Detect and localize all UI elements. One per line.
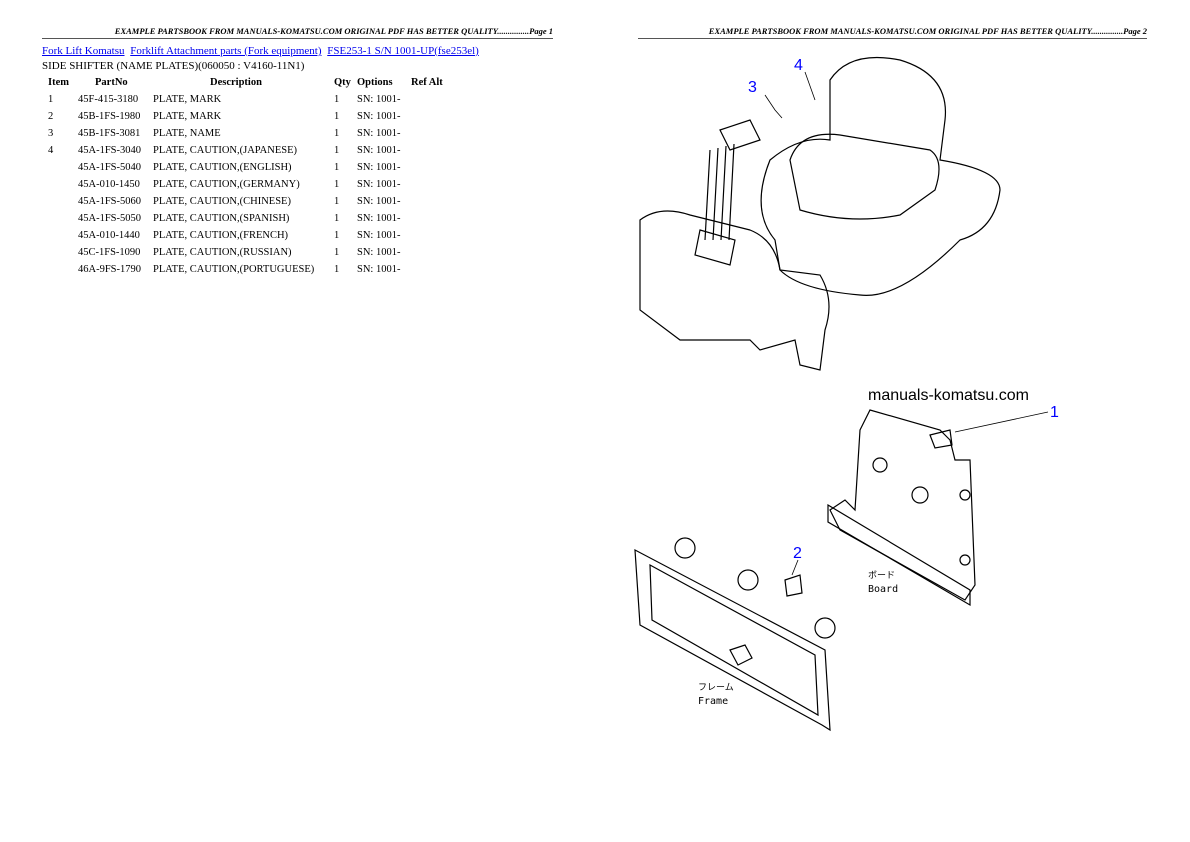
side-shifter-illustration: [827, 409, 976, 607]
cell-options: SN: 1001-: [357, 264, 401, 275]
cell-description: PLATE, CAUTION,(GERMANY): [153, 179, 300, 190]
callout-4: 4: [794, 57, 803, 74]
cell-options: SN: 1001-: [357, 128, 401, 139]
col-item: Item: [48, 77, 69, 88]
col-refalt: Ref Alt: [411, 77, 443, 88]
cell-partno: 45A-1FS-5050: [78, 213, 142, 224]
cell-options: SN: 1001-: [357, 145, 401, 156]
breadcrumb: Fork Lift Komatsu Forklift Attachment pa…: [42, 45, 482, 57]
col-description: Description: [210, 77, 262, 88]
leader-lines: [764, 71, 1049, 576]
cell-partno: 45A-1FS-3040: [78, 145, 142, 156]
cell-description: PLATE, CAUTION,(SPANISH): [153, 213, 290, 224]
cell-description: PLATE, CAUTION,(RUSSIAN): [153, 247, 292, 258]
cell-qty: 1: [334, 247, 340, 258]
cell-description: PLATE, CAUTION,(JAPANESE): [153, 145, 297, 156]
cell-item: 3: [48, 128, 54, 139]
cell-qty: 1: [334, 264, 340, 275]
callout-2: 2: [793, 545, 802, 562]
cell-options: SN: 1001-: [357, 111, 401, 122]
page-title: SIDE SHIFTER (NAME PLATES)(060050 : V416…: [42, 60, 305, 72]
parts-diagram: 3 4 manuals-komatsu.com 1 2 ボード Board フレ…: [634, 57, 1059, 732]
cell-partno: 45F-415-3180: [78, 94, 139, 105]
callout-1: 1: [1050, 404, 1059, 421]
cell-partno: 45C-1FS-1090: [78, 247, 141, 258]
cell-options: SN: 1001-: [357, 162, 401, 173]
cell-description: PLATE, CAUTION,(ENGLISH): [153, 162, 292, 173]
cell-item: 2: [48, 111, 54, 122]
cell-qty: 1: [334, 111, 340, 122]
callout-3: 3: [748, 79, 757, 96]
breadcrumb-link-model[interactable]: FSE253-1 S/N 1001-UP(fse253el): [327, 45, 479, 57]
cell-partno: 45A-1FS-5040: [78, 162, 142, 173]
cell-options: SN: 1001-: [357, 196, 401, 207]
cell-partno: 45A-1FS-5060: [78, 196, 142, 207]
cell-partno: 45B-1FS-3081: [78, 128, 141, 139]
cell-qty: 1: [334, 145, 340, 156]
col-qty: Qty: [334, 77, 351, 88]
seat-illustration: [639, 57, 1001, 371]
page1-header: EXAMPLE PARTSBOOK FROM MANUALS-KOMATSU.C…: [42, 26, 553, 39]
label-board: Board: [868, 584, 898, 595]
col-partno: PartNo: [95, 77, 128, 88]
cell-partno: 45A-010-1450: [78, 179, 140, 190]
cell-qty: 1: [334, 94, 340, 105]
label-frame: Frame: [698, 696, 728, 707]
cell-qty: 1: [334, 162, 340, 173]
cell-qty: 1: [334, 230, 340, 241]
cell-description: PLATE, CAUTION,(PORTUGUESE): [153, 264, 315, 275]
cell-partno: 46A-9FS-1790: [78, 264, 142, 275]
cell-options: SN: 1001-: [357, 179, 401, 190]
cell-description: PLATE, MARK: [153, 94, 222, 105]
label-board-jp: ボード: [868, 570, 895, 581]
breadcrumb-link-attachment-parts[interactable]: Forklift Attachment parts (Fork equipmen…: [130, 45, 322, 57]
breadcrumb-link-fork-lift[interactable]: Fork Lift Komatsu: [42, 45, 125, 57]
cell-item: 1: [48, 94, 54, 105]
cell-options: SN: 1001-: [357, 247, 401, 258]
cell-item: 4: [48, 145, 54, 156]
watermark: manuals-komatsu.com: [868, 387, 1029, 404]
cell-description: PLATE, NAME: [153, 128, 221, 139]
cell-partno: 45A-010-1440: [78, 230, 140, 241]
cell-partno: 45B-1FS-1980: [78, 111, 141, 122]
page2-header: EXAMPLE PARTSBOOK FROM MANUALS-KOMATSU.C…: [638, 26, 1147, 39]
cell-options: SN: 1001-: [357, 213, 401, 224]
frame-illustration: [634, 537, 836, 732]
cell-qty: 1: [334, 213, 340, 224]
label-frame-jp: フレーム: [698, 682, 734, 693]
col-options: Options: [357, 77, 393, 88]
cell-options: SN: 1001-: [357, 230, 401, 241]
cell-options: SN: 1001-: [357, 94, 401, 105]
cell-qty: 1: [334, 128, 340, 139]
cell-qty: 1: [334, 179, 340, 190]
cell-description: PLATE, MARK: [153, 111, 222, 122]
cell-description: PLATE, CAUTION,(FRENCH): [153, 230, 289, 241]
cell-description: PLATE, CAUTION,(CHINESE): [153, 196, 291, 207]
cell-qty: 1: [334, 196, 340, 207]
